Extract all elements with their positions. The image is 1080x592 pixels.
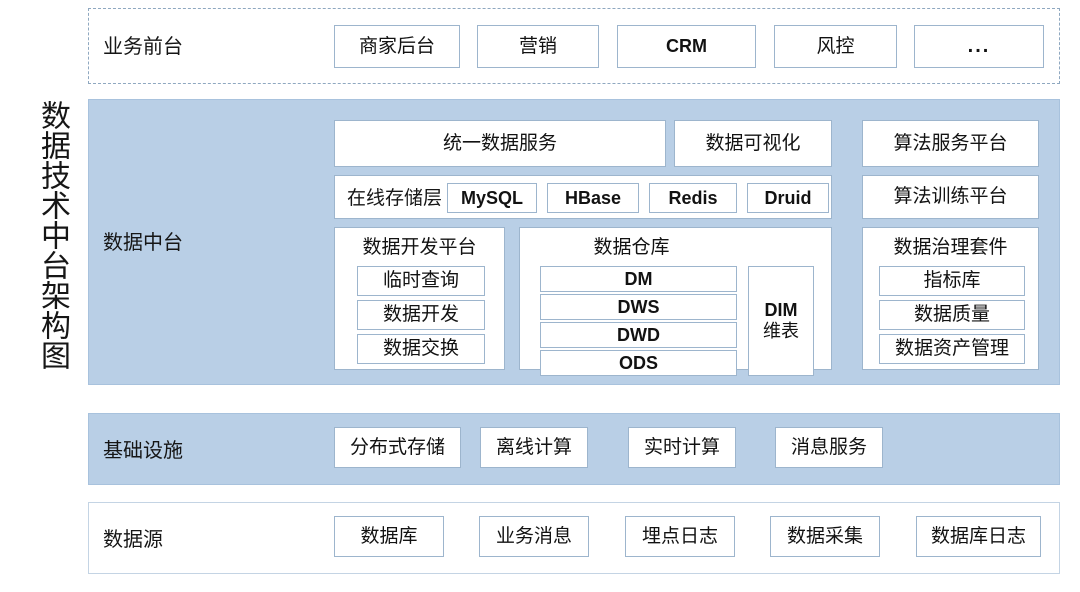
infrastructure-item-distributed-storage[interactable]: 分布式存储 [334,427,461,468]
data-dev-platform-title: 数据开发平台 [362,237,477,258]
data-warehouse-layer-dws[interactable]: DWS [540,294,737,320]
row-business-front: 业务前台 商家后台 营销 CRM 风控 ... [88,8,1060,84]
data-dev-platform-group: 数据开发平台 临时查询 数据开发 数据交换 [334,227,505,370]
data-source-item-database-log[interactable]: 数据库日志 [916,516,1041,557]
row-data-middle-platform: 数据中台 统一数据服务 数据可视化 算法服务平台 在线存储层 MySQL HBa… [88,99,1060,385]
data-governance-suite-title: 数据治理套件 [893,237,1008,258]
row-infrastructure: 基础设施 分布式存储 离线计算 实时计算 消息服务 [88,413,1060,485]
online-store-hbase[interactable]: HBase [547,183,639,213]
dim-label-en: DIM [764,300,798,321]
online-storage-layer-label: 在线存储层 [347,188,443,209]
data-dev-item-data-development[interactable]: 数据开发 [357,300,485,330]
data-governance-suite-group: 数据治理套件 指标库 数据质量 数据资产管理 [862,227,1039,370]
data-warehouse-layer-dwd[interactable]: DWD [540,322,737,348]
row-label-data-middle-platform: 数据中台 [103,232,183,254]
business-front-item-marketing[interactable]: 营销 [477,25,599,68]
row-label-infrastructure: 基础设施 [103,440,183,462]
row-data-source: 数据源 数据库 业务消息 埋点日志 数据采集 数据库日志 [88,502,1060,574]
data-dev-item-data-exchange[interactable]: 数据交换 [357,334,485,364]
online-store-redis[interactable]: Redis [649,183,737,213]
online-store-druid[interactable]: Druid [747,183,829,213]
dim-label-cn: 维表 [763,321,799,341]
row-label-data-source: 数据源 [103,529,163,551]
data-warehouse-dim-box[interactable]: DIM 维表 [748,266,814,376]
row-label-business-front: 业务前台 [103,36,183,58]
data-warehouse-layer-dm[interactable]: DM [540,266,737,292]
governance-item-metric-store[interactable]: 指标库 [879,266,1025,296]
data-visualization-box[interactable]: 数据可视化 [674,120,832,167]
business-front-item-risk-control[interactable]: 风控 [774,25,897,68]
business-front-item-merchant-backend[interactable]: 商家后台 [334,25,460,68]
data-source-item-business-message[interactable]: 业务消息 [479,516,589,557]
unified-data-service-box[interactable]: 统一数据服务 [334,120,666,167]
data-warehouse-group: 数据仓库 DM DWS DWD ODS DIM 维表 [519,227,832,376]
algorithm-training-platform-box[interactable]: 算法训练平台 [862,175,1039,219]
data-dev-item-ad-hoc-query[interactable]: 临时查询 [357,266,485,296]
data-warehouse-layer-ods[interactable]: ODS [540,350,737,376]
governance-item-data-asset-management[interactable]: 数据资产管理 [879,334,1025,364]
infrastructure-item-message-service[interactable]: 消息服务 [775,427,883,468]
infrastructure-item-realtime-computing[interactable]: 实时计算 [628,427,736,468]
algorithm-service-platform-box[interactable]: 算法服务平台 [862,120,1039,167]
data-source-item-database[interactable]: 数据库 [334,516,444,557]
governance-item-data-quality[interactable]: 数据质量 [879,300,1025,330]
data-source-item-tracking-log[interactable]: 埋点日志 [625,516,735,557]
business-front-item-more[interactable]: ... [914,25,1044,68]
data-source-item-data-collection[interactable]: 数据采集 [770,516,880,557]
diagram-vertical-title: 数据技术中台架构图 [36,100,69,370]
infrastructure-item-offline-computing[interactable]: 离线计算 [480,427,588,468]
data-warehouse-title: 数据仓库 [593,237,670,258]
online-store-mysql[interactable]: MySQL [447,183,537,213]
online-storage-layer-group: 在线存储层 MySQL HBase Redis Druid [334,175,832,219]
business-front-item-crm[interactable]: CRM [617,25,756,68]
